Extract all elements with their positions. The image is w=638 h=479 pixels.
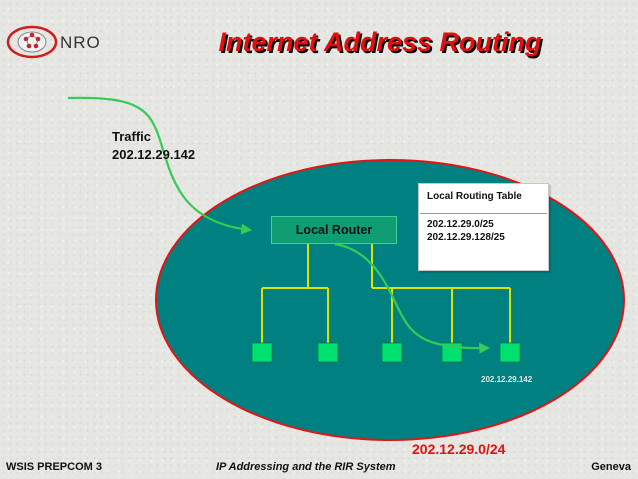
destination-ip-label: 202.12.29.142 — [481, 375, 533, 384]
network-label: 202.12.29.0/24 — [412, 441, 506, 457]
nro-logo — [4, 20, 108, 66]
footer-center: IP Addressing and the RIR System — [216, 461, 396, 473]
routing-table: Local Routing Table 202.12.29.0/25 202.1… — [418, 183, 549, 271]
footer-left: WSIS PREPCOM 3 — [6, 461, 102, 473]
traffic-ip: 202.12.29.142 — [112, 147, 196, 162]
routing-table-title: Local Routing Table — [427, 191, 522, 202]
routing-table-divider — [420, 213, 547, 214]
router-label: Local Router — [295, 223, 373, 237]
local-router: Local Router — [271, 216, 397, 244]
page-title: Internet Address Routing — [218, 27, 542, 57]
nro-globe-logo-icon — [6, 25, 58, 59]
host-2 — [317, 342, 339, 363]
traffic-arrow-to-host — [334, 242, 491, 354]
traffic-label: Traffic 202.12.29.142 — [112, 128, 195, 164]
host-3 — [381, 342, 403, 363]
host-1 — [251, 342, 273, 363]
traffic-arrow-incoming — [67, 96, 253, 235]
footer-right: Geneva — [591, 461, 631, 473]
routing-table-entry: 202.12.29.0/25 — [427, 219, 494, 230]
routing-table-entry: 202.12.29.128/25 — [427, 232, 505, 243]
local-network-ellipse — [155, 159, 625, 441]
logo-text: NRO — [60, 33, 101, 52]
host-5-destination — [499, 342, 521, 363]
hosts — [251, 342, 521, 363]
traffic-title: Traffic — [112, 129, 152, 144]
